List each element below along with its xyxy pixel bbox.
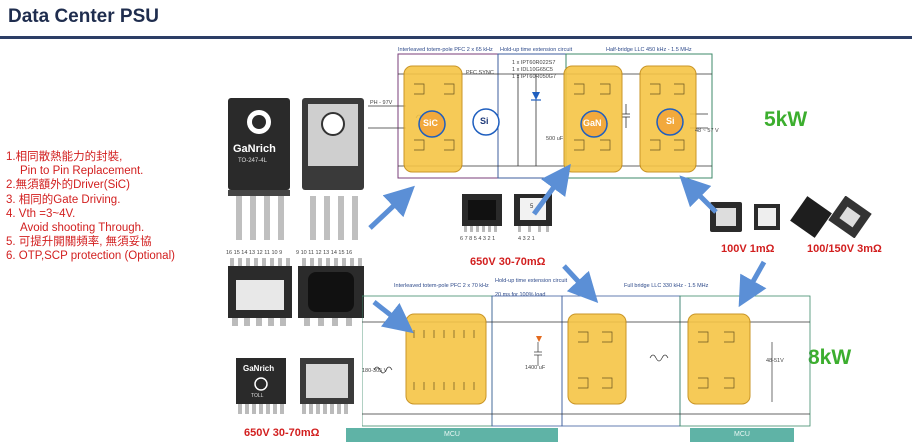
feature-list: 1.相同散熱能力的封裝, Pin to Pin Replacement. 2.無… bbox=[6, 150, 236, 264]
mid-small-packages bbox=[462, 194, 552, 232]
mcu-bar-1: MCU bbox=[346, 428, 558, 442]
arrow-from-lowv bbox=[679, 175, 718, 214]
low-voltage-rating-2: 100/150V 3mΩ bbox=[807, 243, 882, 255]
top-sic-label: SiC bbox=[423, 118, 439, 128]
bottom-holdup-sub: 20 ms for 100% load bbox=[495, 292, 546, 298]
toll-packages bbox=[236, 358, 354, 414]
low-voltage-rating-1: 100V 1mΩ bbox=[721, 243, 775, 255]
feature-item-1: 1.相同散熱能力的封裝, bbox=[6, 151, 123, 163]
mid-package-rating: 650V 30-70mΩ bbox=[470, 256, 546, 268]
top-llc-title: Half-bridge LLC 450 kHz - 1.5 MHz bbox=[606, 47, 692, 53]
small-package-pins: 6 7 8 5 4 3 2 1 bbox=[460, 236, 496, 242]
feature-item-6: 6. OTP,SCP protection (Optional) bbox=[6, 250, 175, 263]
page-title: Data Center PSU bbox=[8, 6, 159, 27]
arrow-to-pfc-bottom bbox=[372, 300, 414, 334]
bottom-package-rating: 650V 30-70mΩ bbox=[244, 427, 320, 439]
toll-model: TOLL bbox=[251, 393, 264, 399]
top-gan-label: GaN bbox=[583, 118, 602, 128]
bottom-vout: 48-51V bbox=[766, 358, 784, 364]
top-bom-3: 1 x IPT60R050G7 bbox=[512, 74, 557, 80]
top-si2-label: Si bbox=[666, 116, 675, 126]
top-vout: 48 ~ 57 V bbox=[695, 128, 719, 134]
feature-item-3: 3. 相同的Gate Driving. bbox=[6, 193, 121, 206]
arrow-to-sr-bottom bbox=[738, 260, 767, 308]
toll-brand: GaNrich bbox=[243, 364, 275, 373]
pin-numbers-b: 9 10 11 12 13 14 15 16 bbox=[296, 250, 353, 256]
top-bom-2: 1 x IDL10G65C5 bbox=[512, 67, 553, 73]
feature-item-4-detail: Avoid shooting Through. bbox=[20, 222, 145, 235]
small-package-pins-b: 4 3 2 1 bbox=[518, 236, 535, 242]
to247-package-dark bbox=[228, 98, 290, 240]
bottom-llc-title: Full bridge LLC 330 kHz - 1.5 MHz bbox=[624, 283, 709, 289]
small-package-mark: 5 bbox=[530, 204, 534, 210]
arrow-to-llc-bottom bbox=[562, 264, 599, 304]
mcu-bar-2: MCU bbox=[690, 428, 794, 442]
to247-model: TO-247-4L bbox=[238, 158, 267, 164]
feature-item-5: 5. 可提升開關頻率, 無須妥協 bbox=[6, 236, 152, 249]
power-label-bottom: 8kW bbox=[808, 346, 852, 369]
top-schematic bbox=[368, 53, 713, 179]
bottom-schematic bbox=[362, 295, 811, 427]
feature-item-4: 4. Vth =3~4V. bbox=[6, 207, 76, 220]
bottom-cap-value: 1400 uF bbox=[525, 365, 546, 371]
pin-numbers-a: 16 15 14 13 12 11 10 9 bbox=[226, 250, 283, 256]
low-voltage-packages bbox=[710, 196, 872, 238]
feature-item-2: 2.無須額外的Driver(SiC) bbox=[6, 179, 130, 192]
arrow-to-gan bbox=[531, 163, 571, 216]
top-holdup-title: Hold-up time extension circuit bbox=[500, 47, 573, 53]
top-si-label: Si bbox=[480, 116, 489, 126]
top-vin: PH - 97V bbox=[370, 100, 393, 106]
top-pfc-sync: PFC SYNC bbox=[466, 70, 494, 76]
to247-package-back bbox=[302, 98, 364, 240]
bottom-pfc-title: Interleaved totem-pole PFC 2 x 70 kHz bbox=[394, 283, 489, 289]
bottom-holdup-title: Hold-up time extension circuit bbox=[495, 278, 568, 284]
to247-brand: GaNrich bbox=[233, 143, 276, 155]
title-underline bbox=[0, 36, 912, 39]
bottom-vin: 180-305 V bbox=[362, 368, 388, 374]
top-cap-value: 500 uF bbox=[546, 136, 564, 142]
top-cooled-packages bbox=[228, 258, 364, 326]
top-bom-1: 1 x IPT60R022S7 bbox=[512, 60, 556, 66]
arrow-to-sic bbox=[368, 185, 415, 230]
feature-item-1-detail: Pin to Pin Replacement. bbox=[20, 165, 144, 178]
top-pfc-title: Interleaved totem-pole PFC 2 x 65 kHz bbox=[398, 47, 493, 53]
power-label-top: 5kW bbox=[764, 108, 808, 131]
